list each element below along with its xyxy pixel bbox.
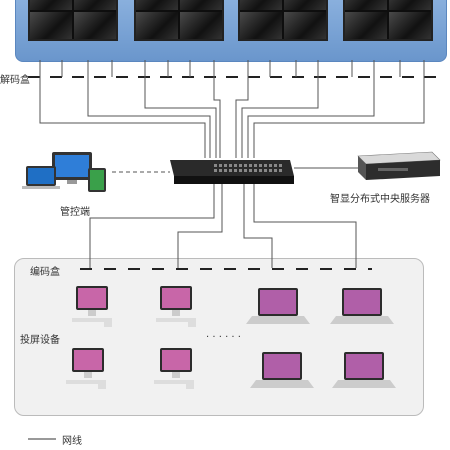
legend-network-label: 网线 [62, 436, 82, 447]
imac-desktop-icon [66, 286, 196, 389]
control-label: 管控端 [60, 207, 90, 218]
encoder-label: 编码盒 [30, 267, 60, 278]
ellipsis-dots: · · · · · · [206, 332, 241, 343]
network-switch-icon [170, 160, 294, 184]
control-server-links [112, 167, 358, 173]
wall-screen-3 [238, 0, 328, 41]
decoder-label: 解码盒 [0, 75, 30, 86]
projection-label: 投屏设备 [20, 335, 60, 346]
wall-screen-4 [343, 0, 433, 41]
wall-screen-2 [134, 0, 224, 41]
encoder-panel [14, 258, 424, 416]
macbook-laptop-icon [246, 288, 396, 388]
rack-server-icon [357, 151, 441, 180]
pc-tablet-phone-icon [22, 152, 106, 192]
encoder-links [80, 184, 372, 270]
wall-screen-1 [28, 0, 118, 41]
decoder-links [28, 60, 440, 158]
video-wall [15, 0, 447, 62]
server-label: 智显分布式中央服务器 [330, 194, 430, 205]
